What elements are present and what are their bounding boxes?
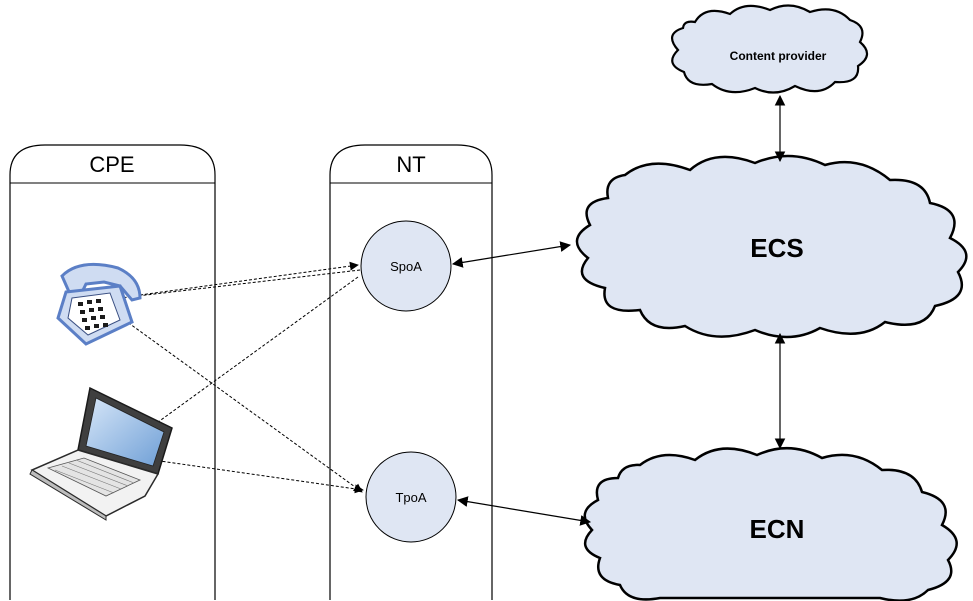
phone-spoa-link [139,261,359,296]
solid-connectors [451,94,786,526]
nt-title: NT [396,152,425,177]
tpoa-node: TpoA [365,451,457,543]
nt-column: NT [329,144,493,600]
ecs-label: ECS [750,233,803,263]
content-provider-cloud: Content provider [671,4,869,94]
laptop-icon [29,386,173,521]
spoa-phone-link [102,269,361,304]
cpe-title: CPE [89,152,134,177]
tpoa-ecn-link [456,496,592,526]
phone-tpoa-link [107,307,363,493]
spoa-node: SpoA [360,220,452,312]
spoa-label: SpoA [390,259,422,274]
ecn-label: ECN [750,514,805,544]
cpe-column: CPE [9,144,216,600]
telephone-icon [56,262,142,346]
content-provider-label: Content provider [730,49,827,63]
tpoa-label: TpoA [395,490,426,505]
spoa-ecs-link [451,241,572,268]
ecn-cloud: ECN [583,446,958,601]
ecs-cloud: ECS [575,154,968,339]
